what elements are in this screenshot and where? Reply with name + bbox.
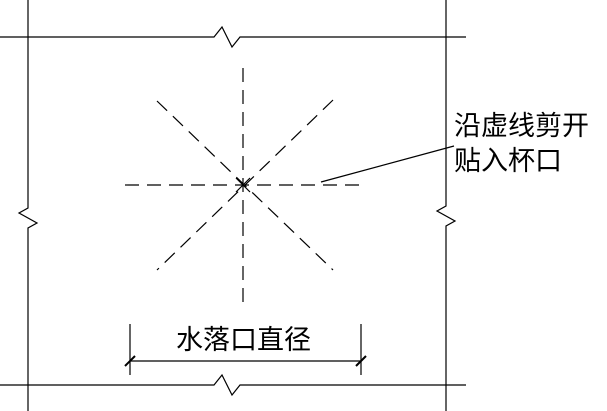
dimension-line — [124, 324, 367, 375]
top-break-line — [0, 25, 466, 49]
dimension-label: 水落口直径 — [176, 325, 311, 356]
center-mark — [235, 177, 251, 193]
sheet-outline — [0, 0, 466, 411]
right-break-line — [435, 0, 457, 411]
left-break-line — [17, 0, 39, 411]
cut-instruction-line1: 沿虚线剪开 — [454, 111, 589, 142]
leader-line — [320, 145, 455, 183]
dimension-tick-left — [124, 355, 136, 367]
cut-instruction-line2: 贴入杯口 — [454, 146, 562, 177]
dimension-tick-right — [355, 355, 367, 367]
cut-line-diagonal-up — [156, 99, 334, 271]
bottom-break-line — [0, 373, 466, 397]
